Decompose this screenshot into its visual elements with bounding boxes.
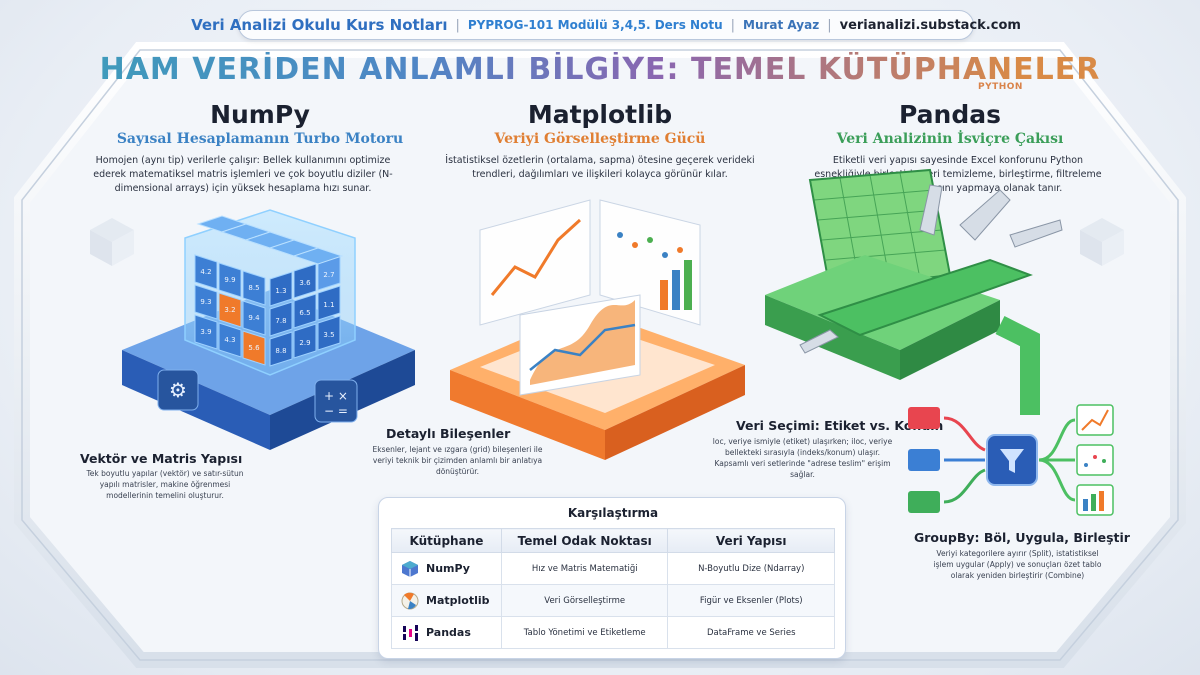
matplotlib-subtitle: Veriyi Görselleştirme Gücü	[494, 131, 706, 147]
comparison-card: Karşılaştırma Kütüphane Temel Odak Nokta…	[378, 497, 846, 659]
cube-value: 3.9	[200, 328, 211, 336]
cube-value: 4.3	[224, 336, 235, 344]
numpy-cube-illustration: 4.2 1.3 9.9 3.6 8.5 2.7 9.3 7.8 3.2 6.5 9.4 1.1 3.9 8…	[122, 209, 415, 450]
matplotlib-chart-illustration	[450, 199, 745, 460]
column-header: Temel Odak Noktası	[500, 528, 669, 553]
cube-value: 9.3	[200, 298, 211, 306]
page-title: HAM VERİDEN ANLAMLI BİLGİYE: TEMEL KÜTÜP…	[0, 52, 1200, 87]
numpy-description: Homojen (aynı tip) verilerle çalışır: Be…	[93, 155, 393, 194]
header-separator: |	[827, 17, 832, 33]
cube-value: 9.4	[248, 314, 260, 322]
cube-cell	[293, 323, 317, 359]
numpy-feature-title: Vektör ve Matris Yapısı	[80, 451, 243, 466]
cube-value: 7.8	[275, 317, 286, 325]
library-name: NumPy	[426, 561, 470, 575]
pandas-logo-icon	[403, 624, 418, 641]
cube-value: 4.2	[200, 268, 211, 276]
cube-value: 3.5	[323, 331, 334, 339]
library-name: Pandas	[426, 625, 471, 639]
cube-cell	[242, 300, 266, 336]
cube-cell	[194, 314, 218, 350]
numpy-feature-description: Tek boyutlu yapılar (vektör) ve satır-sü…	[86, 469, 244, 500]
structure-cell: DataFrame ve Series	[667, 616, 835, 649]
cube-cell	[218, 262, 242, 298]
structure-cell: N-Boyutlu Dize (Ndarray)	[667, 552, 835, 585]
cube-cell	[292, 247, 344, 265]
cube-value: 9.9	[224, 276, 235, 284]
cube-cell	[293, 293, 317, 329]
cube-cell	[269, 271, 293, 307]
cube-cell	[242, 330, 266, 366]
column-header: Kütüphane	[391, 528, 502, 553]
library-cell: Pandas	[391, 616, 502, 649]
library-cell: Matplotlib	[391, 584, 502, 617]
matplotlib-title: Matplotlib	[527, 100, 673, 129]
column-header: Veri Yapısı	[667, 528, 835, 553]
header-separator: |	[455, 17, 460, 33]
cube-cell	[269, 331, 293, 367]
site-link[interactable]: verianalizi.substack.com	[839, 17, 1021, 33]
author-name: Murat Ayaz	[743, 18, 820, 32]
groupby-flow-diagram	[908, 404, 1114, 516]
table-row: Matplotlib Veri Görselleştirme Figür ve …	[391, 584, 835, 617]
header-separator: |	[730, 17, 736, 33]
matplotlib-feature-title: Detaylı Bileşenler	[386, 426, 511, 441]
pandas-title: Pandas	[899, 100, 1001, 129]
cube-cell	[317, 315, 341, 351]
cube-cell	[194, 284, 218, 320]
split-blocks	[908, 407, 940, 513]
cube-value: 3.6	[299, 279, 311, 287]
library-name: Matplotlib	[426, 593, 490, 607]
python-tag: PYTHON	[978, 82, 1023, 92]
cube-value: 1.1	[323, 301, 334, 309]
cube-value: 6.5	[299, 309, 310, 317]
pandas-swiss-knife-illustration	[765, 168, 1063, 415]
focus-cell: Hız ve Matris Matematiği	[500, 552, 669, 585]
cube-value: 8.5	[248, 284, 259, 292]
groupby-title: GroupBy: Böl, Uygula, Birleştir	[914, 530, 1130, 545]
numpy-title: NumPy	[210, 100, 310, 129]
pandas-feature-title: Veri Seçimi: Etiket vs. Konum	[736, 418, 944, 433]
cube-cell	[242, 270, 266, 306]
comparison-title: Karşılaştırma	[567, 506, 659, 520]
comparison-table: Kütüphane Temel Odak Noktası Veri Yapısı…	[391, 528, 835, 649]
table-header-row: Kütüphane Temel Odak Noktası Veri Yapısı	[391, 528, 835, 553]
svg-text:+ ×: + ×	[324, 389, 348, 403]
svg-text:⚙: ⚙	[169, 378, 187, 402]
cube-cell	[293, 263, 317, 299]
cube-value: 5.6	[248, 344, 260, 352]
cube-cell	[269, 301, 293, 337]
table-row: Pandas Tablo Yönetimi ve Etiketleme Data…	[391, 616, 835, 649]
cube-cell	[218, 292, 242, 328]
matplotlib-feature-description: Eksenler, lejant ve ızgara (grid) bileşe…	[372, 445, 543, 476]
pandas-description: Etiketli veri yapısı sayesinde Excel kon…	[814, 155, 1102, 194]
svg-text:− =: − =	[324, 404, 348, 418]
structure-cell: Figür ve Eksenler (Plots)	[667, 584, 835, 617]
cube-cell	[218, 322, 242, 358]
matplotlib-description: İstatistiksel özetlerin (ortalama, sapma…	[445, 155, 755, 180]
numpy-subtitle: Sayısal Hesaplamanın Turbo Motoru	[116, 131, 404, 147]
course-code: PYPROG-101 Modülü 3,4,5. Ders Notu	[467, 18, 723, 32]
matplotlib-logo-icon	[401, 592, 419, 609]
library-cell: NumPy	[391, 552, 502, 585]
cube-value: 2.9	[299, 339, 310, 347]
cube-value: 3.2	[224, 306, 235, 314]
pandas-feature-description: loc, veriye ismiyle (etiket) ulaşırken; …	[712, 437, 893, 479]
focus-cell: Tablo Yönetimi ve Etiketleme	[500, 616, 669, 649]
cube-cell	[317, 285, 341, 321]
numpy-logo-icon	[402, 560, 418, 577]
cube-value: 2.7	[323, 271, 334, 279]
pandas-subtitle: Veri Analizinin İsviçre Çakısı	[836, 131, 1064, 147]
cube-cell	[194, 254, 218, 290]
cube-value: 1.3	[275, 287, 286, 295]
focus-cell: Veri Görselleştirme	[500, 584, 669, 617]
table-row: NumPy Hız ve Matris Matematiği N-Boyutlu…	[391, 552, 835, 585]
header-banner: Veri Analizi Okulu Kurs Notları | PYPROG…	[191, 10, 1021, 40]
groupby-description: Veriyi kategorilere ayırır (Split), ista…	[933, 549, 1102, 580]
course-title: Veri Analizi Okulu Kurs Notları	[191, 16, 448, 34]
cube-value: 8.8	[275, 347, 286, 355]
